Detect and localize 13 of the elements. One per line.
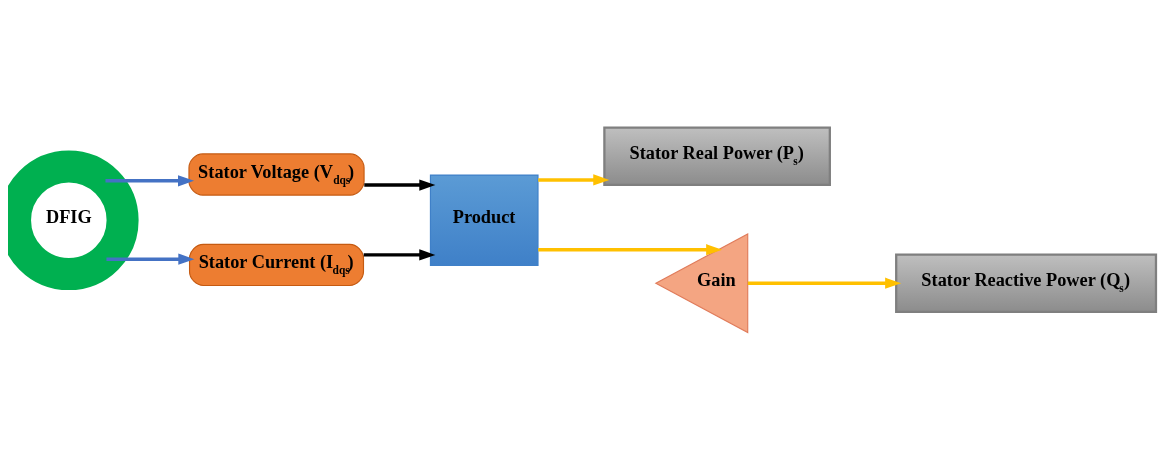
arrow [538, 244, 723, 256]
node-circle: DFIG [8, 150, 139, 291]
arrow [538, 174, 610, 186]
arrow [747, 277, 902, 289]
arrow [105, 175, 195, 187]
node-box: Stator Reactive Power (Q$_{s}$) [895, 253, 1158, 313]
arrow [106, 253, 195, 265]
arrow [364, 179, 436, 191]
node-box: Stator Voltage (V$_{dqs}$) [188, 153, 365, 196]
arrow [363, 249, 436, 261]
node-box: Stator Current (I$_{dqs}$) [188, 243, 365, 287]
node-box: Stator Real Power (P$_{s}$) [603, 126, 831, 186]
node-box: Product [429, 174, 539, 267]
